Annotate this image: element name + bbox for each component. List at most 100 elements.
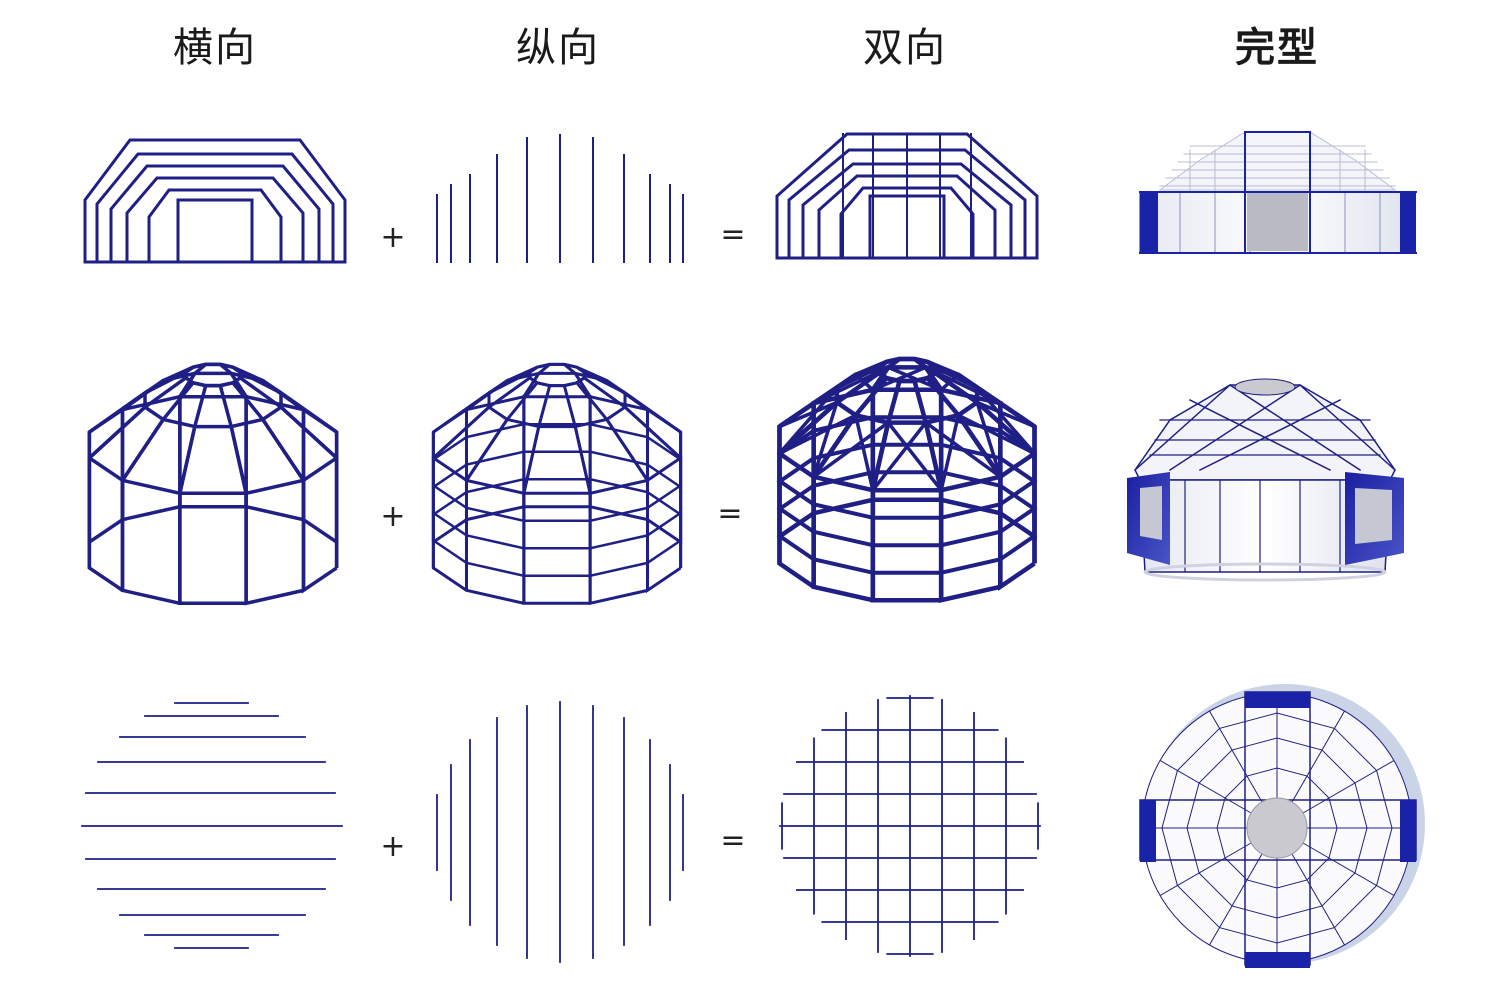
side-window-left: [1140, 486, 1162, 540]
row2-vertical-axonometric: [431, 362, 683, 606]
roof-bay-12: [279, 389, 338, 460]
apex-ring: [184, 362, 242, 388]
row3-complete-plan: [1139, 684, 1425, 968]
row3-horizontal-plan: [81, 702, 343, 949]
wall-rung: [588, 450, 650, 467]
wall-rung: [464, 422, 526, 439]
dome-rib: [1228, 383, 1362, 472]
wall-rung: [588, 561, 650, 578]
horizontal-frame-2: [95, 152, 335, 262]
skylight: [1234, 378, 1296, 396]
roof-diagonal: [870, 365, 929, 393]
roof-bay-3: [870, 420, 944, 491]
roof-diagonal: [811, 420, 891, 480]
roof-rib: [1291, 853, 1346, 946]
wall-rung: [938, 529, 1003, 548]
column-title-horizontal: 横向: [173, 25, 257, 71]
horizontal-frame-1: [83, 138, 347, 262]
roof-diagonal: [853, 413, 875, 493]
wall-bay-2: [244, 478, 306, 606]
wall-rung: [431, 435, 469, 462]
equals-operator-row1: =: [720, 217, 746, 252]
wall-rung: [645, 511, 683, 538]
row1-horizontal-frames: [83, 138, 347, 264]
wall-rung: [997, 482, 1038, 512]
roof-rib: [1159, 759, 1252, 814]
dome-rib: [1188, 398, 1332, 472]
dome-rib: [1298, 383, 1397, 472]
roof-diagonal: [955, 412, 1037, 456]
roof-upper-4: [192, 381, 208, 428]
wall-rung: [464, 450, 526, 467]
row1-vertical-lines: [436, 134, 684, 263]
roof-diagonal: [923, 420, 1003, 480]
dome-rib: [1198, 398, 1342, 472]
horizontal-frame-5: [147, 188, 283, 262]
wall-rung: [938, 556, 1003, 576]
wall-rung: [645, 490, 683, 517]
wall-rung: [464, 561, 526, 578]
dome-roof: [1134, 384, 1396, 481]
wall-rung: [645, 435, 683, 462]
column-title-vertical: 纵向: [516, 25, 600, 71]
wall-rung: [811, 414, 876, 434]
row3-bidirectional-plan: [779, 695, 1041, 957]
roof-diagonal: [885, 365, 944, 393]
skylight: [1246, 797, 1308, 859]
cap-top: [1245, 692, 1310, 708]
wall-rung: [431, 490, 469, 517]
roof-bay-3: [178, 424, 248, 494]
roof-rib: [1159, 842, 1252, 897]
roof-upper-3: [205, 383, 233, 428]
wall-rung: [645, 538, 683, 565]
dome-rib: [1133, 383, 1232, 472]
roof-diagonal: [853, 372, 876, 393]
roof-ring: [1216, 767, 1338, 889]
roof-diagonal: [974, 400, 1003, 479]
horizontal-frame-3: [109, 164, 321, 262]
roof-diagonal: [974, 400, 1037, 429]
roof-ring: [1186, 737, 1368, 919]
cap-left: [1140, 800, 1156, 862]
wall-rung: [645, 462, 683, 489]
apex-ring: [528, 362, 586, 388]
column-title-complete: 完型: [1235, 25, 1319, 71]
roof-rib: [1302, 759, 1395, 814]
central-door: [1247, 192, 1308, 251]
roof-rib: [1208, 853, 1263, 946]
wall-rung: [588, 533, 650, 550]
roof-diagonal: [870, 420, 929, 493]
wall-rung: [776, 533, 817, 563]
equals-operator-row3: =: [720, 823, 746, 858]
roof-diagonal: [811, 365, 891, 406]
roof-upper-4: [536, 381, 552, 427]
wall-rung: [938, 501, 1003, 521]
wall-rung: [997, 478, 1038, 508]
wall-rung: [938, 414, 1003, 434]
wall-rung: [776, 455, 817, 485]
horizontal-frame-6: [176, 198, 254, 262]
wall-rung: [588, 422, 650, 439]
roof-ring: [1161, 712, 1393, 944]
wall-rung: [776, 478, 817, 508]
wall-rung: [776, 505, 817, 535]
equals-operator-row2: =: [717, 496, 743, 531]
wall-rung: [811, 469, 876, 489]
roof-diagonal: [974, 385, 1037, 456]
wall-rung: [811, 529, 876, 548]
wall-rung: [464, 477, 526, 494]
wall-rung: [464, 533, 526, 550]
wall-rung: [645, 483, 683, 510]
cap-bottom: [1245, 952, 1310, 968]
roof-diagonal: [811, 400, 840, 479]
roof-diagonal: [777, 412, 859, 456]
column-title-bidirectional: 双向: [863, 25, 947, 71]
wall-rung: [431, 483, 469, 510]
row3-vertical-plan: [436, 701, 684, 963]
base-shadow: [1143, 562, 1387, 582]
row2-bidirectional-axonometric: [776, 356, 1038, 604]
plus-operator-row2: +: [380, 499, 406, 534]
wall-rung: [997, 455, 1038, 485]
roof-bay-12: [974, 383, 1036, 456]
